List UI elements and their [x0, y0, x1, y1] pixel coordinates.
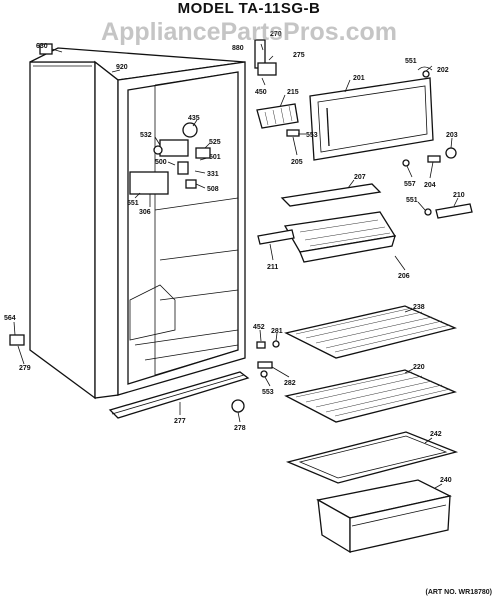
part-label-277: 277 [174, 418, 186, 425]
part-label-553-bottom: 553 [262, 389, 274, 396]
part-label-203: 203 [446, 132, 458, 139]
part-label-508: 508 [207, 186, 219, 193]
part-label-525: 525 [209, 139, 221, 146]
part-label-238: 238 [413, 304, 425, 311]
part-label-211: 211 [267, 264, 278, 271]
part-label-210: 210 [453, 192, 465, 199]
crisper-cover-242 [285, 431, 459, 484]
part-label-450: 450 [255, 89, 267, 96]
freezer-door-201 [309, 77, 434, 161]
chiller-tray-206 [283, 211, 397, 263]
wire-shelf-238 [284, 305, 457, 359]
shelf-207 [280, 183, 382, 207]
part-label-220: 220 [413, 364, 425, 371]
part-label-282: 282 [284, 380, 296, 387]
part-label-452: 452 [253, 324, 265, 331]
part-label-275: 275 [293, 52, 305, 59]
part-label-207: 207 [354, 174, 366, 181]
part-label-551-mid: 551 [127, 200, 139, 207]
part-label-501: 501 [209, 154, 221, 161]
part-label-278: 278 [234, 425, 246, 432]
part-label-215: 215 [287, 89, 299, 96]
watermark-text: AppliancePartsPros.com [101, 18, 397, 46]
crisper-drawer-240 [316, 479, 452, 554]
part-label-202: 202 [437, 67, 449, 74]
tray-rail-211 [257, 229, 295, 245]
part-label-206: 206 [398, 273, 410, 280]
part-label-201: 201 [353, 75, 365, 82]
ice-tray-215 [256, 103, 299, 129]
part-label-331: 331 [207, 171, 219, 178]
part-label-564: 564 [4, 315, 16, 322]
part-label-306: 306 [139, 209, 151, 216]
part-label-551-top: 551 [405, 58, 417, 65]
tray-rail-210 [435, 203, 473, 219]
part-label-557: 557 [404, 181, 416, 188]
wire-shelf-220 [284, 369, 457, 423]
part-label-281: 281 [271, 328, 283, 335]
part-label-880: 880 [232, 45, 244, 52]
part-label-553-top: 553 [306, 132, 318, 139]
cabinet-body [29, 47, 246, 400]
part-label-551-right: 551 [406, 197, 418, 204]
part-number-labels: 630 920 880 270 275 450 215 201 551 202 … [4, 31, 465, 484]
small-hardware-right [286, 66, 457, 216]
leader-lines [13, 43, 459, 489]
part-label-205: 205 [291, 159, 303, 166]
part-label-920: 920 [116, 64, 128, 71]
control-assembly [129, 122, 211, 195]
part-label-242: 242 [430, 431, 442, 438]
art-number: (ART NO. WR18780) [425, 589, 492, 596]
part-label-500: 500 [155, 159, 167, 166]
part-label-435: 435 [188, 115, 200, 122]
part-label-532: 532 [140, 132, 152, 139]
part-label-630: 630 [36, 43, 48, 50]
part-label-279: 279 [19, 365, 31, 372]
small-hardware-bottom [9, 334, 280, 413]
part-label-270: 270 [270, 31, 282, 38]
part-label-204: 204 [424, 182, 436, 189]
base-rail-277 [108, 371, 250, 419]
model-title: MODEL TA-11SG-B [177, 0, 321, 17]
part-label-240: 240 [440, 477, 452, 484]
